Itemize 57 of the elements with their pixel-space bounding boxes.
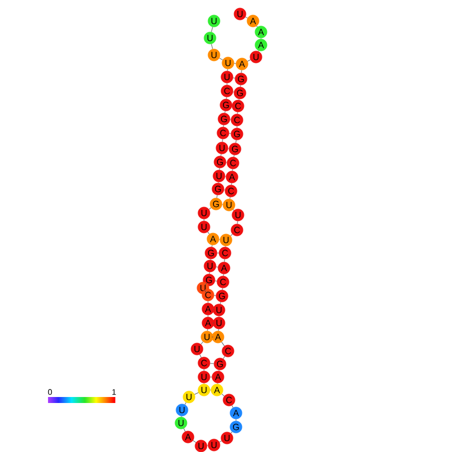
backbone-line [208, 207, 212, 210]
backbone-line [232, 168, 233, 172]
backbone-line [224, 258, 225, 262]
backbone-line [223, 356, 225, 359]
backbone-line [220, 302, 221, 304]
base-pair-line [210, 363, 214, 364]
scale-label: 1 [112, 389, 116, 395]
backbone-line [219, 168, 220, 170]
backbone-line [211, 26, 213, 32]
backbone-line [194, 392, 199, 395]
backbone-line [222, 288, 223, 290]
backbone-line [232, 405, 234, 408]
backbone-line [227, 68, 228, 72]
backbone-line [245, 16, 248, 18]
backbone-line [221, 342, 225, 346]
scale-label: 0 [48, 389, 52, 395]
base-pair-line [212, 336, 214, 338]
base-pair-line [228, 133, 232, 134]
backbone-line [230, 234, 233, 236]
base-pair-line [216, 252, 220, 254]
base-pair-line [214, 280, 218, 282]
backbone-line [184, 402, 186, 405]
backbone-line [223, 274, 224, 276]
base-pair-line [212, 322, 214, 324]
backbone-line [219, 440, 222, 442]
backbone-line [222, 138, 223, 142]
backbone-line [226, 82, 228, 86]
backbone-line [224, 110, 226, 114]
backbone-line [247, 60, 251, 62]
backbone-line [216, 194, 218, 198]
backbone-line [237, 220, 238, 224]
backbone-line [205, 282, 207, 286]
backbone-line [200, 342, 204, 344]
base-pair-line [214, 295, 216, 296]
backbone-line [219, 58, 223, 60]
backbone-line [207, 232, 210, 234]
backbone-line [226, 96, 227, 100]
backbone-line [220, 154, 222, 156]
backbone-line [204, 290, 207, 294]
backbone-line [192, 440, 196, 443]
backbone-line [237, 112, 238, 114]
backbone-line [236, 126, 238, 128]
backbone-line [230, 432, 232, 434]
base-pair-line [234, 63, 236, 64]
base-pair-line [216, 266, 218, 268]
backbone-line [209, 272, 210, 274]
base-pair-line [210, 376, 212, 378]
backbone-line [218, 328, 219, 332]
backbone-line [207, 328, 208, 332]
backbone-line [222, 394, 224, 396]
backbone-line [184, 428, 186, 432]
backbone-line [231, 182, 232, 186]
backbone-line [211, 44, 213, 50]
backbone-line [241, 70, 242, 74]
backbone-line [240, 84, 241, 88]
backbone-line [223, 124, 224, 128]
backbone-line [200, 354, 202, 358]
